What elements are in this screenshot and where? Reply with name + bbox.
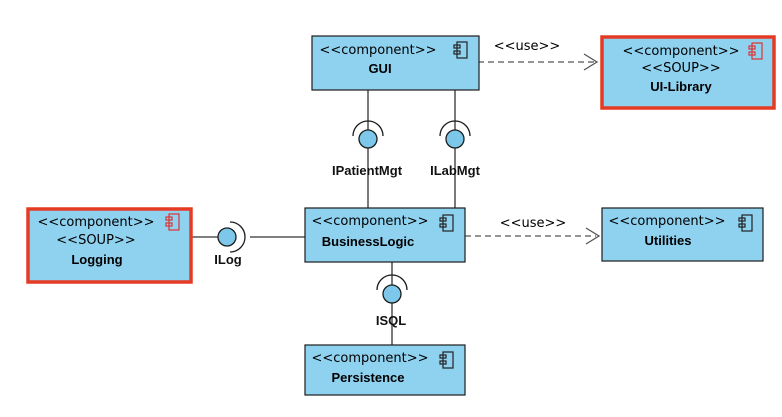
interface-lab-mgt: ILabMgt xyxy=(430,120,481,178)
interface-patient-mgt: IPatientMgt xyxy=(332,120,403,178)
component-gui[interactable]: <<component>> GUI xyxy=(311,35,480,91)
gui-name: GUI xyxy=(368,61,391,76)
dependency-label-bl-utilities: <<use>> xyxy=(500,216,567,231)
component-logging[interactable]: <<component>> <<SOUP>> Logging xyxy=(26,207,193,284)
utilities-stereotype: <<component>> xyxy=(608,214,725,229)
interface-sql: ISQL xyxy=(376,274,408,328)
interface-label-sql: ISQL xyxy=(376,313,406,328)
component-business-logic[interactable]: <<component>> BusinessLogic xyxy=(304,207,466,263)
gui-stereotype: <<component>> xyxy=(319,43,436,58)
interface-connections xyxy=(192,90,456,345)
dependency-bl-utilities: <<use>> xyxy=(465,216,601,245)
uilib-name: UI-Library xyxy=(650,79,712,94)
component-icon xyxy=(738,214,753,232)
dependency-gui-uilibrary: <<use>> xyxy=(478,39,599,71)
logging-name: Logging xyxy=(71,252,122,267)
logging-stereotype: <<component>> xyxy=(37,215,154,230)
persistence-name: Persistence xyxy=(332,370,405,385)
interface-label-patient-mgt: IPatientMgt xyxy=(332,163,403,178)
component-icon xyxy=(165,213,180,231)
component-icon xyxy=(439,214,454,232)
dependency-label-gui-uilib: <<use>> xyxy=(494,39,561,54)
component-persistence[interactable]: <<component>> Persistence xyxy=(304,344,466,396)
component-icon xyxy=(453,41,468,59)
component-ui-library[interactable]: <<component>> <<SOUP>> UI-Library xyxy=(600,35,776,110)
persistence-stereotype: <<component>> xyxy=(311,351,428,366)
utilities-name: Utilities xyxy=(645,233,692,248)
component-utilities[interactable]: <<component>> Utilities xyxy=(601,207,764,262)
bl-stereotype: <<component>> xyxy=(311,214,428,229)
component-icon xyxy=(748,42,763,60)
interface-log: ILog xyxy=(214,221,246,267)
bl-name: BusinessLogic xyxy=(322,234,414,249)
uilib-stereotype: <<component>> xyxy=(622,44,739,59)
interface-label-log: ILog xyxy=(214,252,241,267)
component-icon xyxy=(439,351,454,369)
uilib-soup-stereotype: <<SOUP>> xyxy=(641,61,720,76)
logging-soup-stereotype: <<SOUP>> xyxy=(56,233,135,248)
interface-label-lab-mgt: ILabMgt xyxy=(430,163,480,178)
